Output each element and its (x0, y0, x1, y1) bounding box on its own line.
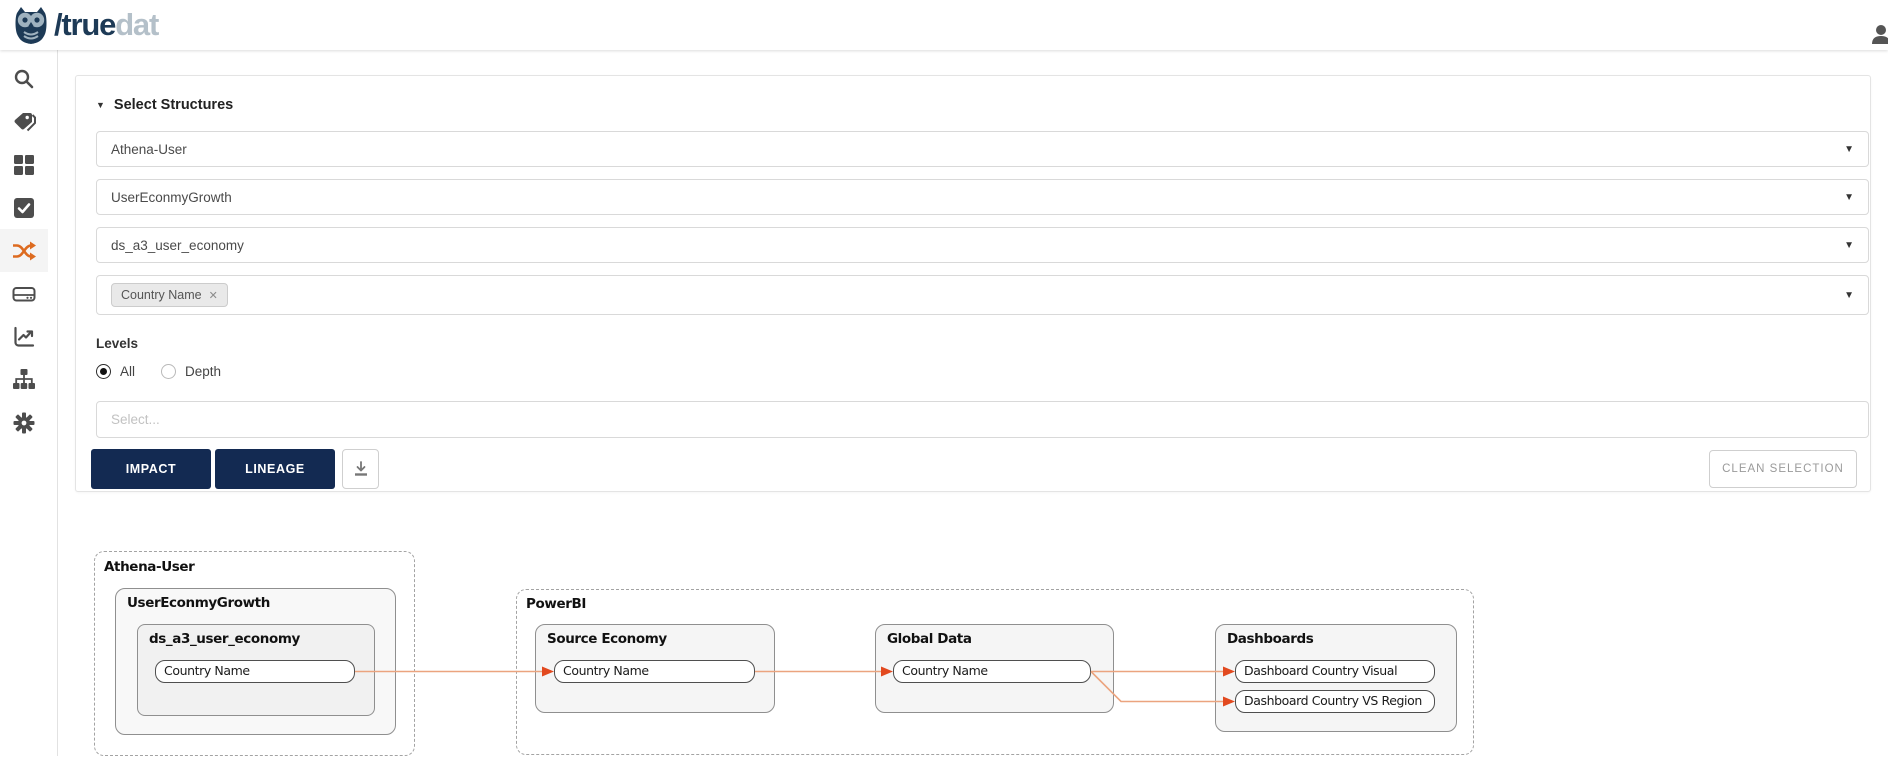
chevron-down-icon: ▼ (1844, 191, 1854, 203)
actions-row: IMPACT LINEAGE CLEAN SELECTION (91, 449, 1857, 489)
graph-node-global-country-name[interactable]: Country Name (893, 660, 1091, 683)
clean-selection-button[interactable]: CLEAN SELECTION (1709, 450, 1857, 488)
download-icon (354, 461, 367, 476)
sidebar-item-quality[interactable] (0, 186, 48, 229)
sidebar-item-dashboards[interactable] (0, 143, 48, 186)
gear-icon (13, 412, 35, 433)
depth-select-input[interactable] (96, 401, 1869, 438)
radio-option-all[interactable]: All (96, 364, 135, 379)
close-icon[interactable]: ✕ (208, 289, 218, 302)
owl-logo-icon (15, 7, 47, 44)
logo-text-secondary: dat (115, 7, 159, 42)
graph-node-source-country-name[interactable]: Country Name (554, 660, 755, 683)
graph-group-label: Global Data (887, 631, 972, 647)
sidebar-item-search[interactable] (0, 57, 48, 100)
chip-label: Country Name (121, 288, 202, 302)
truedat-logo[interactable]: /truedat (12, 5, 159, 45)
structure-dropdown-group[interactable]: UserEconmyGrowth ▼ (96, 179, 1869, 215)
graph-group-label: Dashboards (1227, 631, 1314, 647)
chevron-down-icon: ▼ (1844, 143, 1854, 155)
sidebar-item-settings[interactable] (0, 401, 48, 444)
data-drive-icon (12, 286, 36, 301)
graph-container-athena-user[interactable] (94, 551, 415, 756)
search-icon (14, 69, 34, 88)
sidebar-item-lineage[interactable] (0, 229, 48, 272)
radio-option-depth[interactable]: Depth (161, 364, 221, 379)
dropdown-value: ds_a3_user_economy (111, 237, 244, 253)
download-button[interactable] (342, 449, 379, 489)
levels-label: Levels (96, 336, 139, 351)
graph-container-label: PowerBI (526, 596, 586, 612)
check-square-icon (14, 197, 34, 218)
sidebar-nav (0, 50, 48, 778)
sidebar-item-tags[interactable] (0, 100, 48, 143)
graph-group-label: UserEconmyGrowth (127, 595, 270, 611)
sidebar-item-analytics[interactable] (0, 315, 48, 358)
dropdown-value: UserEconmyGrowth (111, 189, 232, 205)
sidebar-item-taxonomy[interactable] (0, 358, 48, 401)
graph-group-label: Source Economy (547, 631, 667, 647)
selected-field-chip: Country Name ✕ (111, 283, 228, 307)
logo-text-primary: /true (54, 7, 116, 42)
impact-button[interactable]: IMPACT (91, 449, 211, 489)
radio-all[interactable] (96, 364, 111, 379)
graph-container-label: Athena-User (104, 559, 195, 575)
content-left-divider (57, 50, 58, 756)
graph-node-athena-country-name[interactable]: Country Name (155, 660, 355, 683)
structure-dropdown-dataset[interactable]: ds_a3_user_economy ▼ (96, 227, 1869, 263)
radio-depth[interactable] (161, 364, 177, 379)
structure-dropdown-fields[interactable]: Country Name ✕ ▼ (96, 275, 1869, 315)
graph-group-label: ds_a3_user_economy (149, 631, 300, 647)
chevron-down-icon: ▼ (1844, 239, 1854, 251)
user-icon[interactable] (1871, 24, 1888, 46)
shuffle-icon (13, 241, 36, 260)
lineage-button[interactable]: LINEAGE (215, 449, 335, 489)
panel-collapse-toggle[interactable]: ▼ Select Structures (96, 97, 233, 113)
graph-node-dashboard-country-visual[interactable]: Dashboard Country Visual (1235, 660, 1435, 683)
graph-node-dashboard-country-vs-region[interactable]: Dashboard Country VS Region (1235, 690, 1435, 713)
sidebar-item-data-sources[interactable] (0, 272, 48, 315)
levels-radio-group: All Depth (96, 364, 221, 379)
structure-dropdown-system[interactable]: Athena-User ▼ (96, 131, 1869, 167)
chevron-down-icon: ▼ (1844, 289, 1854, 301)
chevron-down-icon: ▼ (96, 100, 105, 110)
sitemap-icon (13, 369, 35, 389)
chart-line-icon (14, 326, 35, 347)
panel-title: Select Structures (113, 97, 234, 113)
tag-icon (14, 112, 36, 131)
grid-icon (14, 154, 34, 175)
dropdown-value: Athena-User (111, 141, 187, 157)
app-header: /truedat (0, 0, 1888, 50)
select-structures-panel: ▼ Select Structures Athena-User ▼ UserEc… (75, 75, 1871, 492)
